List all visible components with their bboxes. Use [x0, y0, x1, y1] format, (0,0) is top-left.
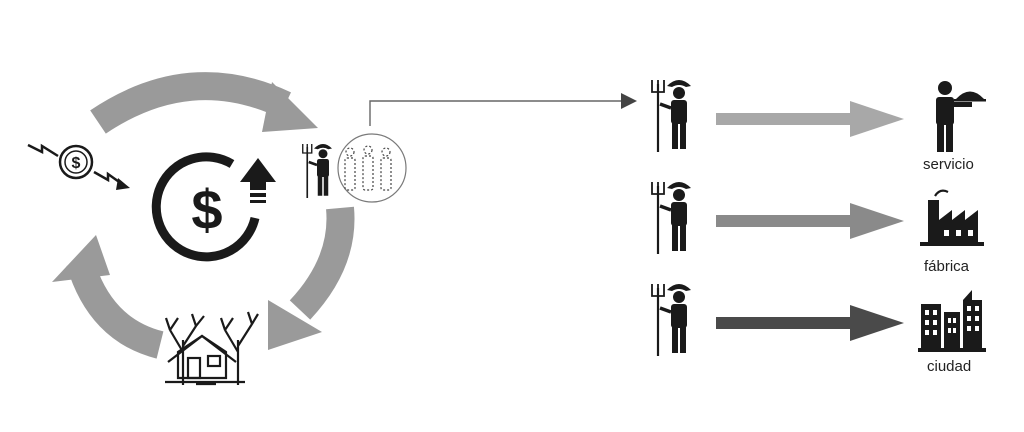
- farmer-icon: [650, 78, 693, 154]
- connector-arrow: [369, 93, 637, 126]
- abandoned-house-icon: [164, 311, 259, 386]
- destination-label-ciudad: ciudad: [927, 358, 972, 375]
- factory-icon: [920, 189, 984, 246]
- arrow-to-ciudad: [716, 305, 904, 341]
- destination-label-fabrica: fábrica: [924, 258, 970, 275]
- arrow-to-fabrica: [716, 203, 904, 239]
- rising-dollar-icon: $: [151, 152, 276, 262]
- cycle-arrow-top: [90, 72, 318, 134]
- svg-text:$: $: [72, 155, 81, 172]
- destination-label-servicio: servicio: [923, 156, 974, 173]
- cycle-arrow-right: [268, 206, 355, 350]
- farmer-group-icon: [301, 133, 407, 203]
- city-icon: [918, 290, 986, 352]
- falling-money-icon: $: [27, 143, 130, 190]
- farmer-icon: [650, 282, 693, 358]
- farmer-icon: [650, 180, 693, 256]
- cycle-arrow-left: [52, 235, 164, 359]
- arrow-to-servicio: [716, 101, 904, 137]
- waiter-icon: [936, 81, 986, 152]
- svg-text:$: $: [191, 178, 222, 241]
